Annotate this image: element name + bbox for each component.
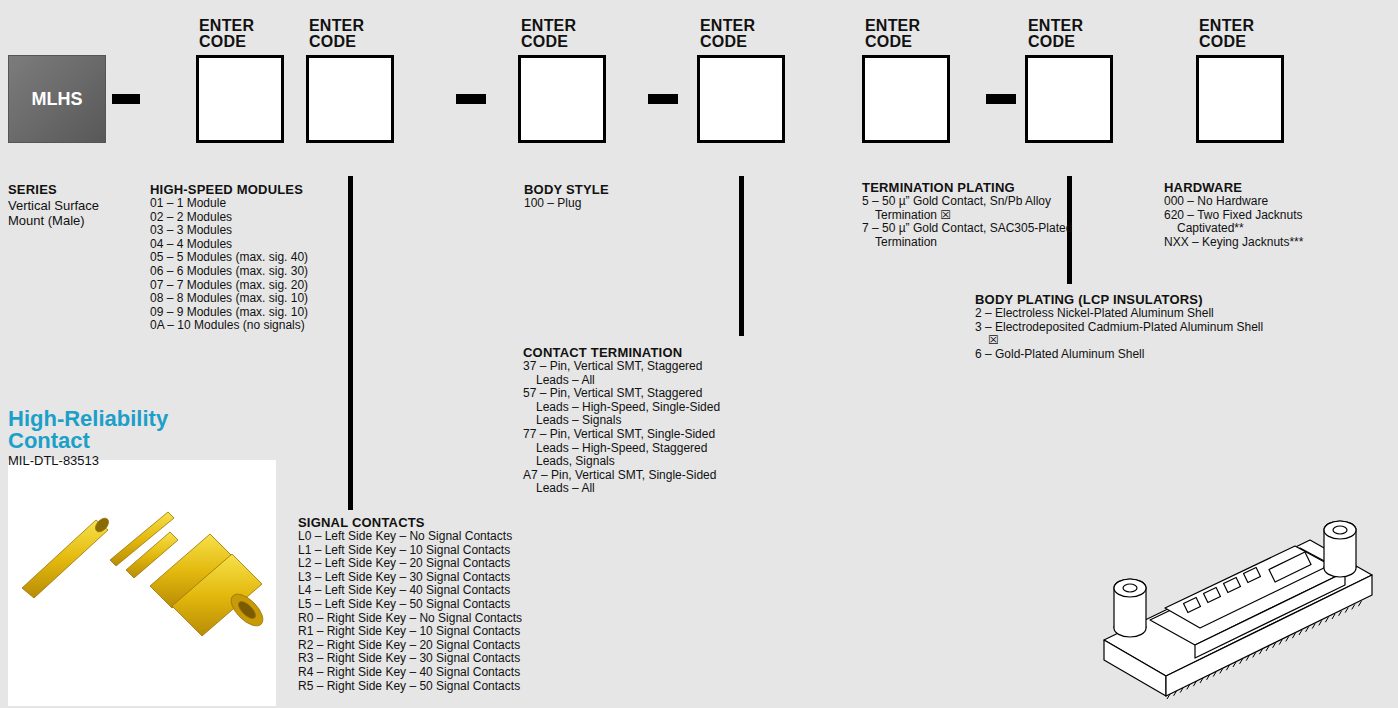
high-speed-modules-group: HIGH-SPEED MODULES01 – 1 Module02 – 2 Mo… bbox=[150, 182, 325, 333]
series-code-box: MLHS bbox=[8, 55, 106, 143]
option-code: 5 – 50 µ” Gold Contact, Sn/Pb Alloy Term… bbox=[862, 195, 1087, 222]
option-code: 6 – Gold-Plated Aluminum Shell bbox=[975, 348, 1265, 362]
connector-leads bbox=[1167, 601, 1361, 699]
option-code: 02 – 2 Modules bbox=[150, 211, 325, 225]
option-code: NXX – Keying Jacknuts*** bbox=[1164, 236, 1354, 250]
contact-illustration bbox=[22, 512, 268, 636]
option-code: 57 – Pin, Vertical SMT, Staggered Leads … bbox=[523, 387, 738, 428]
enter-code-heading: ENTER CODE bbox=[1199, 18, 1279, 50]
option-code: L1 – Left Side Key – 10 Signal Contacts bbox=[298, 544, 548, 558]
option-code: 7 – 50 µ” Gold Contact, SAC305-Plated Te… bbox=[862, 222, 1087, 249]
connector-illustration bbox=[1104, 521, 1372, 696]
option-code: R4 – Right Side Key – 40 Signal Contacts bbox=[298, 666, 548, 680]
option-code: 77 – Pin, Vertical SMT, Single-Sided Lea… bbox=[523, 428, 738, 469]
series-group: SERIESVertical Surface Mount (Male) bbox=[8, 182, 100, 228]
option-code: 0A – 10 Modules (no signals) bbox=[150, 319, 325, 333]
option-code: L3 – Left Side Key – 30 Signal Contacts bbox=[298, 571, 548, 585]
option-code: 620 – Two Fixed Jacknuts Captivated** bbox=[1164, 209, 1354, 236]
option-code: 000 – No Hardware bbox=[1164, 195, 1354, 209]
option-code: L4 – Left Side Key – 40 Signal Contacts bbox=[298, 584, 548, 598]
option-code: 03 – 3 Modules bbox=[150, 224, 325, 238]
option-code: L2 – Left Side Key – 20 Signal Contacts bbox=[298, 557, 548, 571]
section-heading: TERMINATION PLATING bbox=[862, 180, 1087, 195]
option-code: 37 – Pin, Vertical SMT, Staggered Leads … bbox=[523, 360, 738, 387]
option-code: Vertical Surface Mount (Male) bbox=[8, 198, 100, 228]
option-code: A7 – Pin, Vertical SMT, Single-Sided Lea… bbox=[523, 469, 738, 496]
code-entry-box: ENTER CODE bbox=[306, 55, 394, 143]
section-heading: BODY PLATING (LCP INSULATORS) bbox=[975, 292, 1265, 307]
section-heading: SIGNAL CONTACTS bbox=[298, 515, 548, 530]
option-code: R2 – Right Side Key – 20 Signal Contacts bbox=[298, 639, 548, 653]
option-code: 3 – Electrodeposited Cadmium-Plated Alum… bbox=[975, 321, 1265, 348]
enter-code-heading: ENTER CODE bbox=[865, 18, 945, 50]
spec-number: MIL-DTL-83513 bbox=[8, 453, 228, 468]
body-plating-group: BODY PLATING (LCP INSULATORS)2 – Electro… bbox=[975, 292, 1265, 361]
enter-code-heading: ENTER CODE bbox=[521, 18, 601, 50]
code-entry-box: ENTER CODE bbox=[697, 55, 785, 143]
option-code: 04 – 4 Modules bbox=[150, 238, 325, 252]
section-heading: CONTACT TERMINATION bbox=[523, 345, 738, 360]
option-code: 05 – 5 Modules (max. sig. 40) bbox=[150, 251, 325, 265]
option-code: R1 – Right Side Key – 10 Signal Contacts bbox=[298, 625, 548, 639]
option-code: L0 – Left Side Key – No Signal Contacts bbox=[298, 530, 548, 544]
contact-termination-group: CONTACT TERMINATION37 – Pin, Vertical SM… bbox=[523, 345, 738, 496]
signal-contacts-group: SIGNAL CONTACTSL0 – Left Side Key – No S… bbox=[298, 515, 548, 693]
option-code: 09 – 9 Modules (max. sig. 10) bbox=[150, 306, 325, 320]
code-entry-box: ENTER CODE bbox=[1025, 55, 1113, 143]
enter-code-heading: ENTER CODE bbox=[199, 18, 279, 50]
contact-photo-panel bbox=[8, 460, 276, 706]
code-entry-box: ENTER CODE bbox=[196, 55, 284, 143]
series-code: MLHS bbox=[9, 89, 105, 110]
enter-code-heading: ENTER CODE bbox=[1028, 18, 1108, 50]
body-style-group: BODY STYLE100 – Plug bbox=[524, 182, 684, 211]
option-code: 06 – 6 Modules (max. sig. 30) bbox=[150, 265, 325, 279]
option-code: 07 – 7 Modules (max. sig. 20) bbox=[150, 279, 325, 293]
enter-code-heading: ENTER CODE bbox=[309, 18, 389, 50]
option-code: R3 – Right Side Key – 30 Signal Contacts bbox=[298, 652, 548, 666]
termination-plating-group: TERMINATION PLATING5 – 50 µ” Gold Contac… bbox=[862, 180, 1087, 249]
section-heading: BODY STYLE bbox=[524, 182, 684, 197]
option-code: 100 – Plug bbox=[524, 197, 684, 211]
option-code: 2 – Electroless Nickel-Plated Aluminum S… bbox=[975, 307, 1265, 321]
enter-code-heading: ENTER CODE bbox=[700, 18, 780, 50]
contact-callout: High-Reliability ContactMIL-DTL-83513 bbox=[8, 408, 228, 468]
code-entry-box: ENTER CODE bbox=[862, 55, 950, 143]
contact-title: High-Reliability Contact bbox=[8, 408, 228, 452]
code-entry-box: ENTER CODE bbox=[518, 55, 606, 143]
option-code: R5 – Right Side Key – 50 Signal Contacts bbox=[298, 680, 548, 694]
code-entry-box: ENTER CODE bbox=[1196, 55, 1284, 143]
option-code: R0 – Right Side Key – No Signal Contacts bbox=[298, 612, 548, 626]
hardware-group: HARDWARE000 – No Hardware620 – Two Fixed… bbox=[1164, 180, 1354, 249]
section-heading: HARDWARE bbox=[1164, 180, 1354, 195]
option-code: L5 – Left Side Key – 50 Signal Contacts bbox=[298, 598, 548, 612]
section-heading: SERIES bbox=[8, 182, 100, 197]
option-code: 01 – 1 Module bbox=[150, 197, 325, 211]
option-code: 08 – 8 Modules (max. sig. 10) bbox=[150, 292, 325, 306]
section-heading: HIGH-SPEED MODULES bbox=[150, 182, 325, 197]
